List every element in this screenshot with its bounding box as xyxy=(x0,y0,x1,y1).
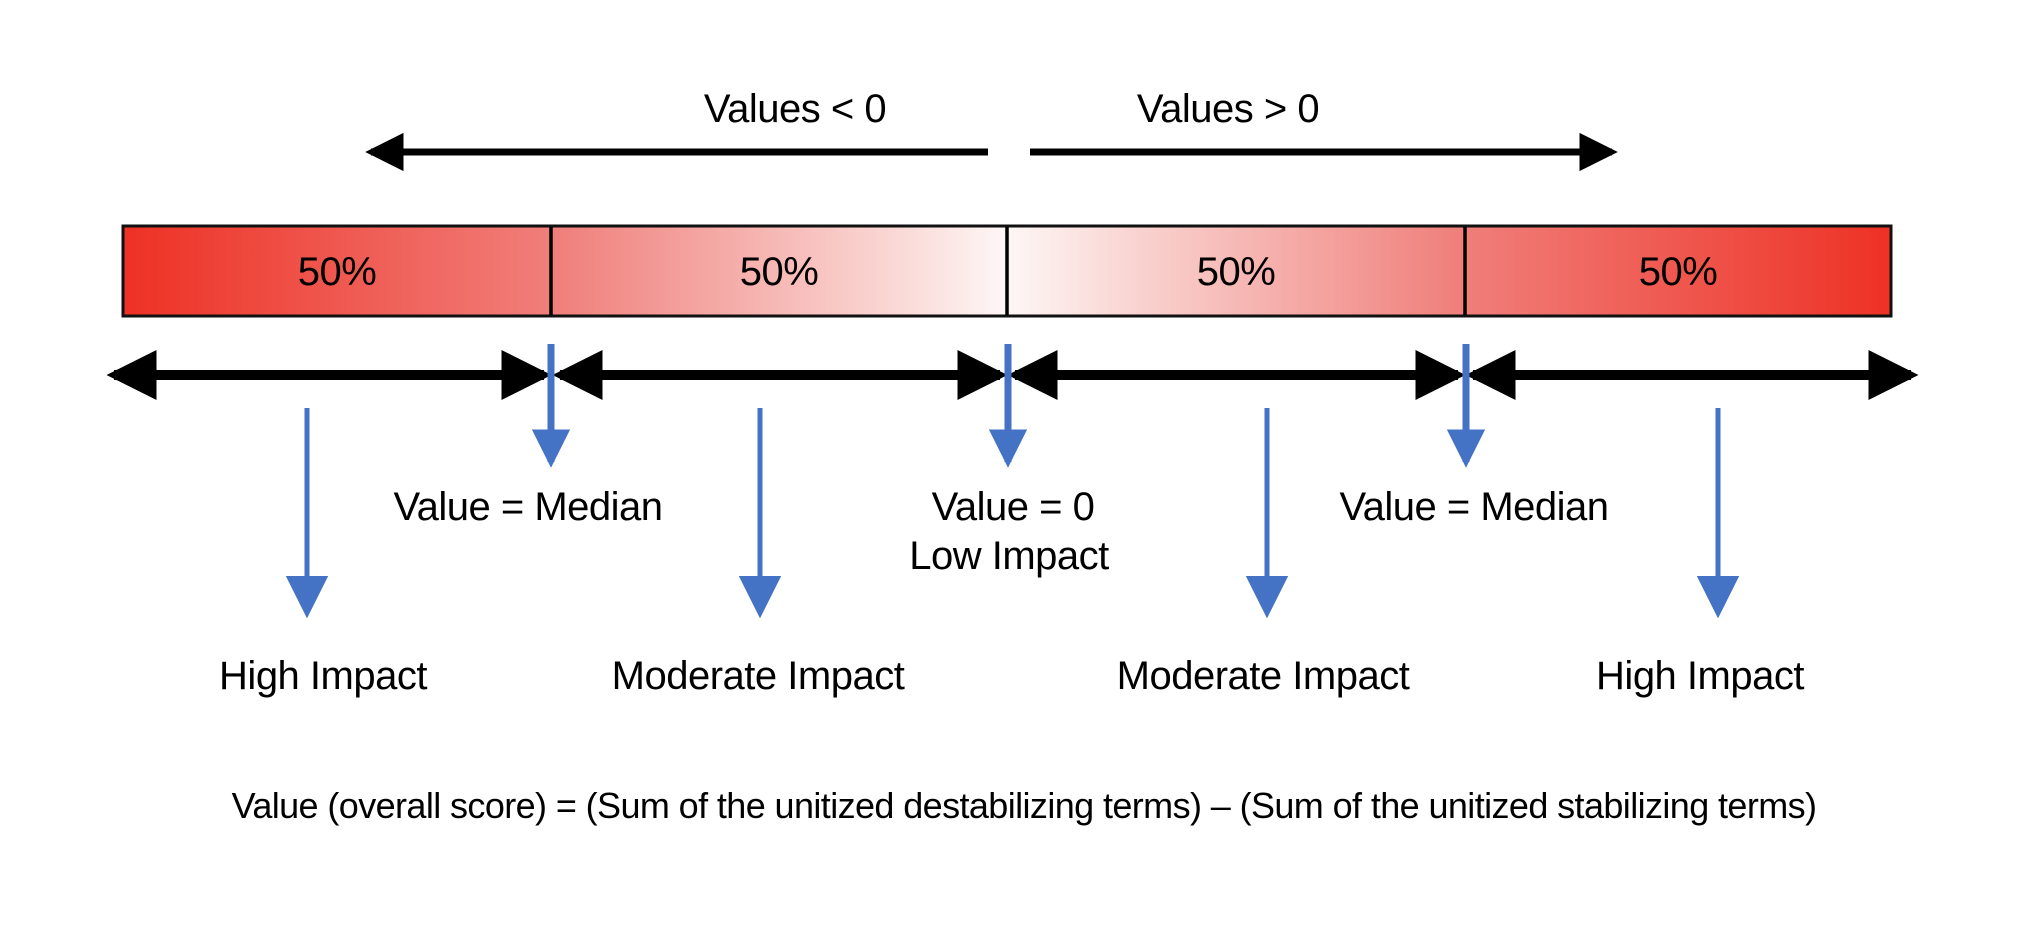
high-impact-left-label: High Impact xyxy=(219,654,427,698)
values-negative-label: Values < 0 xyxy=(703,87,887,131)
value-zero-label: Value = 0 xyxy=(931,485,1095,529)
overall-score-formula: Value (overall score) = (Sum of the unit… xyxy=(231,785,1817,827)
high-impact-right-label: High Impact xyxy=(1596,654,1804,698)
moderate-impact-right-label: Moderate Impact xyxy=(1116,654,1410,698)
value-median-left-label: Value = Median xyxy=(393,485,663,529)
segment-percent-label: 50% xyxy=(1196,250,1276,294)
segment-percent-label: 50% xyxy=(1638,250,1718,294)
low-impact-label: Low Impact xyxy=(909,534,1109,578)
segment-percent-label: 50% xyxy=(739,250,819,294)
moderate-impact-left-label: Moderate Impact xyxy=(611,654,905,698)
values-positive-label: Values > 0 xyxy=(1136,87,1320,131)
value-median-right-label: Value = Median xyxy=(1339,485,1609,529)
segment-percent-label: 50% xyxy=(297,250,377,294)
